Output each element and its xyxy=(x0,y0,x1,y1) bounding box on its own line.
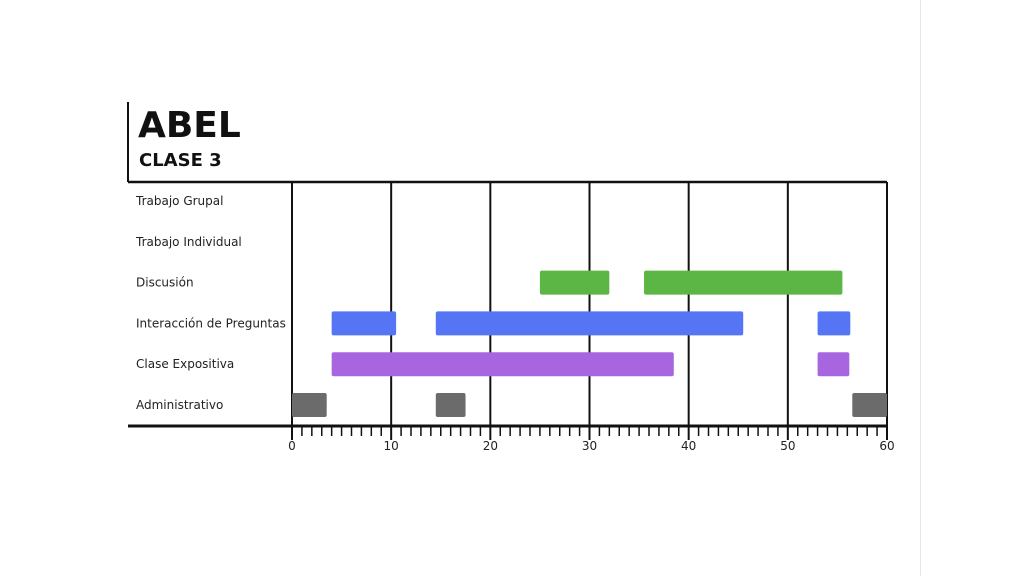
category-label: Clase Expositiva xyxy=(136,357,234,371)
tick-label: 10 xyxy=(384,439,399,453)
x-axis-ticks: 0 10 20 30 40 50 60 xyxy=(288,426,895,453)
bar-segment xyxy=(435,311,744,336)
chart-frame xyxy=(128,180,887,428)
grid-lines xyxy=(291,182,888,426)
tick-label: 50 xyxy=(780,439,795,453)
bar-segment xyxy=(539,270,610,295)
chart-subtitle: CLASE 3 xyxy=(139,150,222,171)
tick-label: 60 xyxy=(879,439,894,453)
category-label: Administrativo xyxy=(136,398,223,412)
bar-segments xyxy=(292,270,887,417)
chart-title: ABEL xyxy=(138,105,241,146)
bar-segment xyxy=(331,311,397,336)
category-label: Interacción de Preguntas xyxy=(136,316,286,330)
bar-segment xyxy=(331,352,674,377)
tick-label: 30 xyxy=(582,439,597,453)
bar-segment xyxy=(817,352,850,377)
category-label: Trabajo Grupal xyxy=(135,194,223,208)
bar-segment xyxy=(817,311,851,336)
page-edge-divider xyxy=(920,0,921,576)
bar-segment xyxy=(292,393,327,417)
category-label: Trabajo Individual xyxy=(135,235,242,249)
bar-segment xyxy=(435,393,466,417)
tick-label: 40 xyxy=(681,439,696,453)
bar-segment xyxy=(852,393,887,417)
tick-label: 0 xyxy=(288,439,296,453)
tick-label: 20 xyxy=(483,439,498,453)
bar-segment xyxy=(644,270,843,295)
category-label: Discusión xyxy=(136,276,194,290)
